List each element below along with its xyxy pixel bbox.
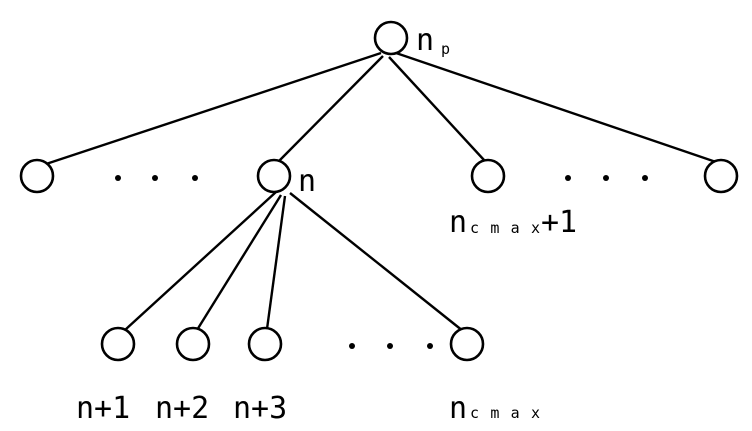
right-child-node — [703, 158, 739, 194]
ellipsis-middle-right — [565, 175, 648, 181]
child-ncmax1-node — [470, 158, 506, 194]
grandchild-n2-label: n+2 — [155, 391, 209, 426]
node-n-label: n — [298, 164, 316, 199]
edge-n-child2 — [195, 194, 283, 331]
edge-parent-right — [395, 51, 717, 164]
edge-n-child3 — [265, 195, 287, 330]
parent-label-sub: p — [441, 40, 450, 58]
edge-parent-ncmax1 — [388, 56, 485, 161]
edge-n-childcmax — [289, 192, 464, 332]
grandchild-n1-label: n+1 — [76, 391, 130, 426]
node-n — [256, 158, 292, 194]
grandchild-n2-node — [175, 326, 211, 362]
parent-node — [373, 20, 409, 56]
edge-parent-n — [278, 55, 384, 162]
ncmax-label-main: n — [449, 391, 467, 426]
ncmax1-label-suffix: +1 — [541, 205, 577, 240]
grandchild-n3-label: n+3 — [233, 391, 287, 426]
grandchild-ncmax-node — [449, 326, 485, 362]
ncmax-label-sub: cmax — [470, 404, 540, 422]
left-child-node — [19, 158, 55, 194]
edge-n-child1 — [124, 191, 277, 331]
ncmax1-label-sub: cmax — [470, 219, 540, 237]
ellipsis-bottom — [349, 343, 433, 349]
parent-label-main: n — [416, 23, 434, 58]
grandchild-n1-node — [100, 326, 136, 362]
ncmax1-label-main: n — [449, 205, 467, 240]
ellipsis-middle-left — [115, 175, 198, 181]
grandchild-n3-node — [247, 326, 283, 362]
edge-parent-left — [39, 51, 382, 168]
